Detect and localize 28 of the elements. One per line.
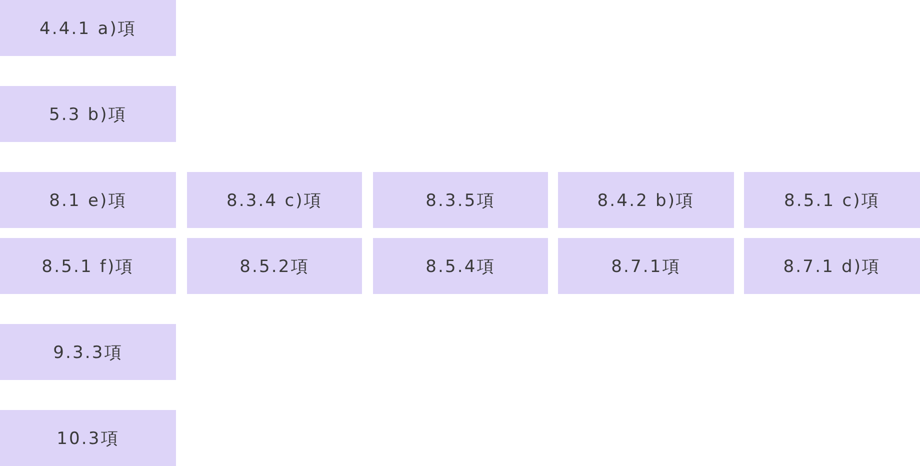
clause-reference: 8.5.4項 xyxy=(426,256,496,278)
clause-box xyxy=(373,172,548,228)
clause-box xyxy=(0,0,176,56)
clause-reference: 10.3項 xyxy=(56,428,120,450)
clause-box xyxy=(0,410,176,466)
clause-box xyxy=(0,238,176,294)
clause-box xyxy=(0,324,176,380)
clause-reference: 8.1 e)項 xyxy=(49,190,127,212)
clause-reference: 9.3.3項 xyxy=(53,342,123,364)
clause-reference: 8.7.1 d)項 xyxy=(783,256,881,278)
clause-reference: 8.7.1項 xyxy=(611,256,681,278)
clause-reference: 8.3.4 c)項 xyxy=(226,190,323,212)
clause-box xyxy=(373,238,548,294)
clause-reference: 5.3 b)項 xyxy=(48,104,128,126)
clause-box xyxy=(744,172,920,228)
clause-reference: 8.5.1 c)項 xyxy=(784,190,880,212)
clause-reference: 4.4.1 a)項 xyxy=(39,18,137,40)
clause-box xyxy=(558,238,734,294)
clause-box xyxy=(0,86,176,142)
clause-reference: 8.4.2 b)項 xyxy=(597,190,695,212)
clause-box xyxy=(0,172,176,228)
clause-box xyxy=(558,172,734,228)
clause-reference: 8.3.5項 xyxy=(426,190,496,212)
clause-box xyxy=(187,238,362,294)
clause-reference: 8.5.1 f)項 xyxy=(42,256,134,278)
clause-box xyxy=(744,238,920,294)
clause-box xyxy=(187,172,362,228)
clause-reference: 8.5.2項 xyxy=(240,256,310,278)
